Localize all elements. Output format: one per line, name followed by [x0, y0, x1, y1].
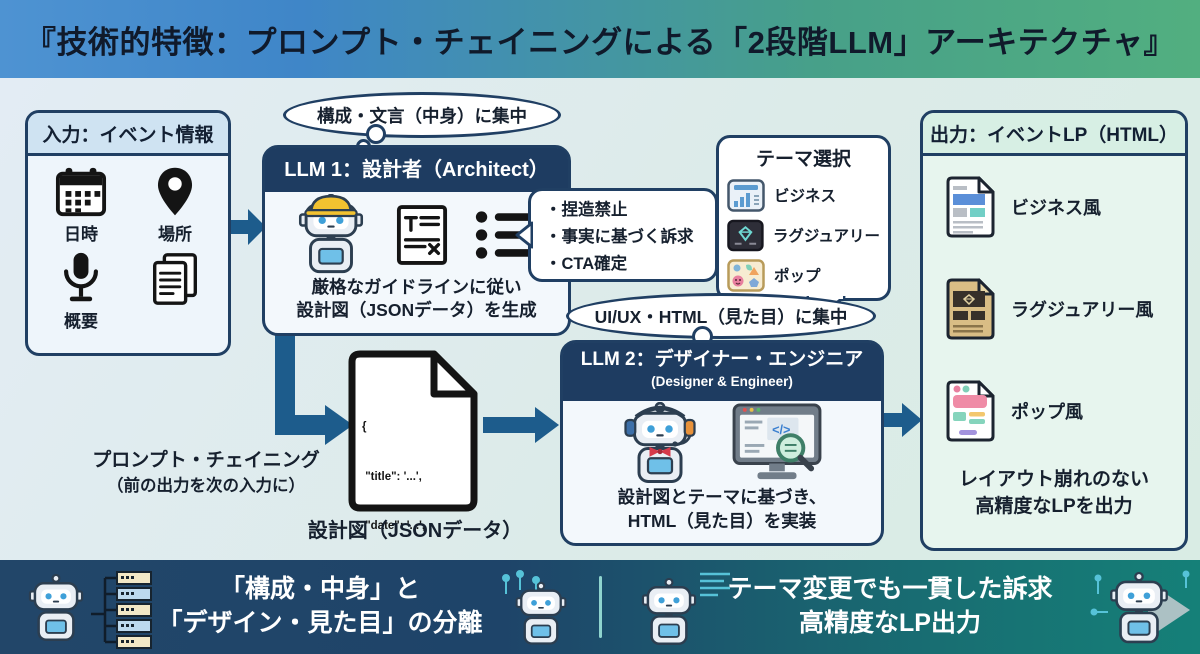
llm1-caption: 厳格なガイドラインに従い 設計図（JSONデータ）を生成	[265, 276, 568, 322]
callout-tail	[515, 221, 533, 249]
luxury-theme-icon	[727, 219, 764, 251]
llm2-box: LLM 2：デザイナー・エンジニア (Designer & Engineer)	[560, 340, 884, 546]
output-caption: レイアウト崩れのない 高精度なLPを出力	[923, 466, 1185, 520]
arrow-input-to-llm1-icon	[226, 209, 266, 245]
robot-servers-icon	[28, 571, 152, 649]
footer-left-text: 「構成・中身」と 「デザイン・見た目」の分離	[140, 572, 500, 640]
llm2-header-line2: (Designer & Engineer)	[651, 374, 793, 389]
theme-row-pop: ポップ	[727, 255, 880, 295]
microphone-icon	[64, 252, 98, 302]
output-label: ポップ風	[1011, 402, 1083, 422]
robot-output-icon	[1090, 570, 1190, 644]
output-label: ラグジュアリー風	[1011, 300, 1154, 320]
output-label: ビジネス風	[1011, 198, 1101, 218]
pop-lp-icon	[946, 380, 995, 442]
input-item-label: 場所	[158, 225, 192, 244]
footer-left-line1: 「構成・中身」と	[219, 575, 420, 603]
input-item-label: 概要	[64, 312, 98, 331]
business-lp-icon	[946, 176, 995, 238]
robot-hardhat-icon	[298, 194, 363, 274]
input-item-summary: 概要	[34, 251, 128, 332]
robot-circuit-icon	[502, 570, 567, 645]
monitor-code-icon: </>	[732, 403, 822, 480]
theme-row-business: ビジネス	[727, 175, 880, 215]
llm2-speech-bubble: UI/UX・HTML（見た目）に集中	[566, 293, 876, 339]
footer-right-text: テーマ変更でも一貫した訴求 高精度なLP出力	[690, 572, 1090, 640]
footer-right-line2: 高精度なLP出力	[799, 609, 981, 637]
callout-item: ・事実に基づく訴求	[545, 228, 694, 246]
thought-dot-large	[366, 124, 386, 144]
json-document-icon	[348, 350, 478, 512]
llm1-caption-line1: 厳格なガイドラインに従い	[311, 277, 522, 297]
llm2-caption-line1: 設計図とテーマに基づき、	[617, 487, 827, 507]
llm1-header: LLM 1：設計者（Architect）	[265, 148, 568, 192]
llm1-thought-text: 構成・文言（中身）に集中	[317, 105, 527, 126]
arrow-json-to-llm2-icon	[483, 407, 559, 443]
output-row-pop: ポップ風	[923, 360, 1185, 462]
json-code-line: "title": '...',	[362, 470, 422, 483]
theme-label: ビジネス	[774, 188, 837, 205]
llm2-icon-row: </>	[563, 402, 881, 485]
input-item-datetime: 日時	[34, 166, 128, 245]
robot-code-icon	[641, 572, 730, 645]
callout-item: ・捏造禁止	[545, 201, 628, 219]
llm1-box: LLM 1：設計者（Architect）	[262, 145, 571, 336]
theme-select-box: テーマ選択 ビジネス ラグジュアリー	[716, 135, 891, 321]
llm2-header: LLM 2：デザイナー・エンジニア (Designer & Engineer)	[563, 343, 881, 401]
input-icons-grid: 日時 場所 概要	[28, 156, 228, 332]
arrow-llm1-to-json-icon	[275, 329, 353, 445]
llm2-speech-text: UI/UX・HTML（見た目）に集中	[594, 306, 848, 327]
location-pin-icon	[157, 167, 193, 216]
llm2-caption: 設計図とテーマに基づき、 HTML（見た目）を実装	[563, 485, 881, 533]
prompt-chaining-label: プロンプト・チェイニング （前の出力を次の入力に）	[75, 447, 337, 498]
theme-title: テーマ選択	[755, 149, 851, 170]
theme-label: ラグジュアリー	[772, 228, 880, 245]
json-doc-label: 設計図（JSONデータ）	[307, 520, 523, 542]
luxury-lp-icon	[946, 278, 995, 340]
llm2-header-line1: LLM 2：デザイナー・エンジニア	[580, 349, 864, 370]
footer-divider	[599, 576, 602, 638]
robot-headset-icon	[624, 402, 696, 483]
output-caption-line1: レイアウト崩れのない	[958, 469, 1149, 490]
prompt-chaining-line1: プロンプト・チェイニング	[92, 450, 320, 471]
theme-row-luxury: ラグジュアリー	[727, 215, 880, 255]
json-code-line: "date": '...',	[362, 520, 426, 532]
output-caption-line2: 高精度なLPを出力	[975, 496, 1133, 517]
documents-icon	[153, 253, 197, 305]
llm1-thought-bubble: 構成・文言（中身）に集中	[283, 92, 561, 138]
llm2-caption-line2: HTML（見た目）を実装	[627, 511, 817, 531]
footer-left-line2: 「デザイン・見た目」の分離	[157, 609, 483, 637]
input-box: 入力：イベント情報 日時	[25, 110, 231, 356]
input-item-label: 日時	[64, 225, 98, 244]
calendar-icon	[55, 167, 107, 217]
svg-text:</>: </>	[772, 423, 790, 437]
spec-document-icon	[396, 205, 447, 265]
output-row-luxury: ラグジュアリー風	[923, 258, 1185, 360]
footer-bar: 「構成・中身」と 「デザイン・見た目」の分離 テーマ変更でも一貫した訴求 高精度…	[0, 560, 1200, 654]
output-box-header: 出力：イベントLP（HTML）	[923, 113, 1185, 156]
output-row-business: ビジネス風	[923, 156, 1185, 258]
input-item-place: 場所	[128, 166, 222, 245]
callout-item: ・CTA確定	[545, 255, 628, 273]
footer-right-line1: テーマ変更でも一貫した訴求	[727, 575, 1053, 603]
page-title: 『技術的特徴：プロンプト・チェイニングによる「2段階LLM」アーキテクチャ』	[25, 24, 1175, 60]
llm1-rules-callout: ・捏造禁止 ・事実に基づく訴求 ・CTA確定	[515, 188, 718, 282]
input-box-header: 入力：イベント情報	[28, 113, 228, 156]
output-box: 出力：イベントLP（HTML） ビジネス風	[920, 110, 1188, 551]
theme-label: ポップ	[774, 268, 821, 285]
llm1-caption-line2: 設計図（JSONデータ）を生成	[296, 300, 537, 320]
title-bar: 『技術的特徴：プロンプト・チェイニングによる「2段階LLM」アーキテクチャ』	[0, 0, 1200, 78]
business-theme-icon	[727, 178, 765, 212]
pop-theme-icon	[727, 258, 765, 292]
prompt-chaining-line2: （前の出力を次の入力に）	[107, 477, 305, 495]
input-item-documents	[128, 251, 222, 332]
json-code-line: {	[362, 421, 367, 433]
